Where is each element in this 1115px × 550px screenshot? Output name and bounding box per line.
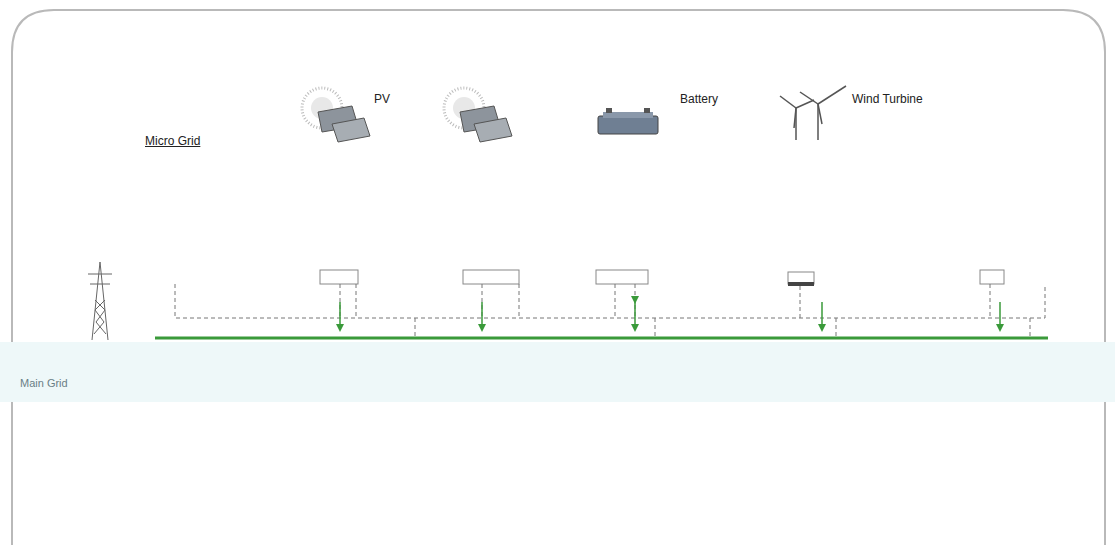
section-title: Micro Grid (145, 134, 200, 148)
component-label: Wind Turbine (852, 92, 923, 106)
component-label: Battery (680, 92, 718, 106)
frame (12, 10, 1105, 545)
power-bus (155, 337, 1048, 340)
pv-symbol (444, 88, 512, 142)
battery-symbol (598, 108, 658, 134)
section-title: Main Grid (20, 376, 68, 390)
component-label: PV (374, 92, 390, 106)
converter-box (320, 270, 1004, 284)
transmission-tower (88, 262, 112, 340)
control-wiring (175, 284, 1045, 337)
power-flow-arrow (340, 300, 1000, 328)
converter-bar (788, 282, 814, 286)
pv-symbol (302, 88, 370, 142)
wind-turbine-symbol (780, 86, 846, 140)
main-grid-band (0, 342, 1115, 402)
